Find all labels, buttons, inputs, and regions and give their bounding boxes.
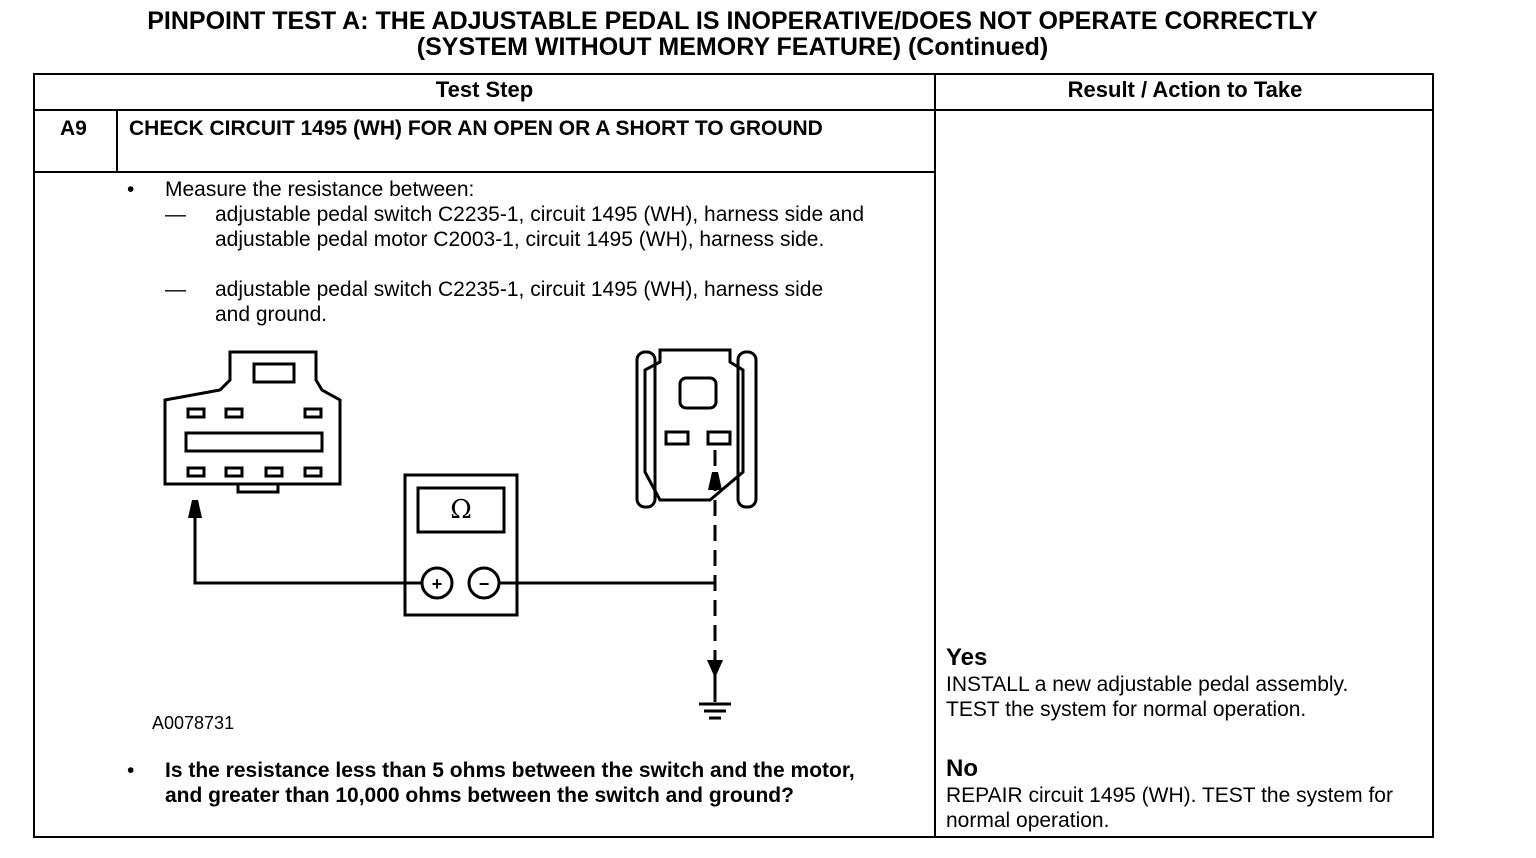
step-title-divider bbox=[35, 171, 934, 173]
switch-connector-c2235 bbox=[163, 350, 342, 494]
step-id-divider bbox=[116, 110, 118, 172]
positive-probe bbox=[188, 500, 202, 518]
positive-lead bbox=[193, 512, 422, 585]
ground-arrow bbox=[707, 660, 723, 678]
title-line-2: (SYSTEM WITHOUT MEMORY FEATURE) (Continu… bbox=[416, 33, 1049, 61]
wiring-diagram: Ω + − bbox=[163, 348, 758, 720]
plus-terminal: + bbox=[432, 574, 443, 594]
column-divider bbox=[934, 75, 936, 836]
motor-connector-c2003 bbox=[635, 348, 758, 509]
negative-probe bbox=[708, 472, 722, 490]
step-id: A9 bbox=[60, 117, 87, 140]
yes-label: Yes bbox=[946, 644, 988, 671]
ohm-symbol: Ω bbox=[450, 495, 472, 525]
title-line-1: PINPOINT TEST A: THE ADJUSTABLE PEDAL IS… bbox=[147, 7, 1318, 35]
dash-2-mark: — bbox=[165, 278, 186, 301]
no-label: No bbox=[946, 755, 978, 782]
header-divider bbox=[35, 109, 1434, 111]
dash-1-mark: — bbox=[165, 203, 186, 226]
figure-id: A0078731 bbox=[152, 713, 235, 733]
bullet-1-mark: • bbox=[127, 178, 135, 201]
header-result: Result / Action to Take bbox=[1067, 77, 1303, 102]
question-text: Is the resistance less than 5 ohms betwe… bbox=[165, 759, 855, 807]
step-title: CHECK CIRCUIT 1495 (WH) FOR AN OPEN OR A… bbox=[129, 117, 823, 140]
bullet-1-text: Measure the resistance between: bbox=[165, 178, 475, 201]
sub-item-2: adjustable pedal switch C2235-1, circuit… bbox=[215, 278, 824, 326]
bullet-2-mark: • bbox=[127, 759, 135, 782]
yes-text: INSTALL a new adjustable pedal assembly.… bbox=[946, 673, 1349, 721]
ground-symbol bbox=[699, 688, 731, 720]
sub-item-1: adjustable pedal switch C2235-1, circuit… bbox=[215, 203, 865, 251]
no-text: REPAIR circuit 1495 (WH). TEST the syste… bbox=[946, 784, 1393, 832]
minus-terminal: − bbox=[479, 574, 490, 594]
page-title: PINPOINT TEST A: THE ADJUSTABLE PEDAL IS… bbox=[0, 8, 1465, 60]
header-test-step: Test Step bbox=[435, 77, 534, 102]
pinpoint-test-table: Test Step Result / Action to Take A9 CHE… bbox=[33, 73, 1434, 838]
